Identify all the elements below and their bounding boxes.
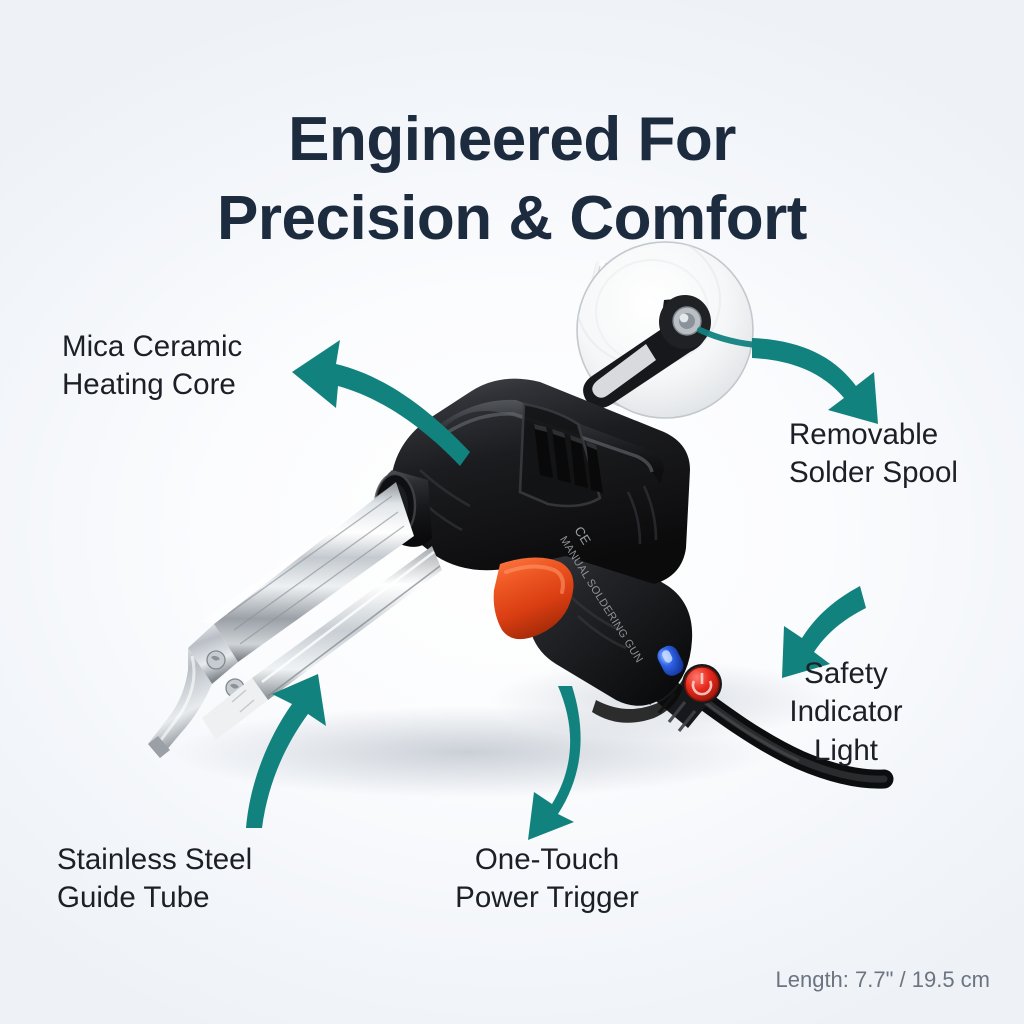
callout-power-trigger-line-2: Power Trigger (455, 881, 639, 915)
stainless-guide-tube (252, 546, 442, 700)
callout-heating-core-line-2: Heating Core (62, 368, 236, 402)
title-line-1: Engineered For (288, 104, 736, 174)
vent-slots (534, 424, 603, 493)
callout-label-heating-core: Mica Ceramic Heating Core (62, 328, 242, 405)
indicator-led-blue (657, 645, 684, 676)
page-title: Engineered For Precision & Comfort (0, 100, 1024, 259)
heating-tube-assembly (148, 482, 442, 758)
arrow-guide-tube (246, 674, 326, 828)
soldering-tip (148, 648, 212, 758)
callout-power-trigger-line-1: One-Touch (474, 843, 620, 876)
solder-spool (576, 241, 771, 419)
callout-heating-core-line-1: Mica Ceramic (62, 330, 243, 363)
power-trigger (493, 557, 574, 640)
callout-guide-tube-line-1: Stainless Steel (57, 843, 253, 876)
vent-slot-highlights (534, 424, 597, 450)
arrow-heating-core (292, 340, 470, 466)
callout-solder-spool-line-1: Removable (789, 418, 939, 451)
arrow-solder-spool (752, 338, 878, 424)
callout-label-solder-spool: Removable Solder Spool (789, 416, 958, 493)
power-button (682, 664, 722, 704)
callout-indicator-light-line-1: Safety (804, 657, 888, 690)
arrow-indicator-light (782, 586, 866, 678)
callout-indicator-light-line-2: Indicator (789, 695, 903, 729)
arrow-power-trigger (528, 686, 581, 840)
gun-grip (528, 520, 693, 706)
callout-label-power-trigger: One-Touch Power Trigger (455, 841, 639, 918)
callout-guide-tube-line-2: Guide Tube (57, 881, 210, 915)
solder-gun-body: CE MANUAL SOLDERING GUN (373, 378, 722, 723)
callout-label-guide-tube: Stainless Steel Guide Tube (57, 841, 252, 918)
title-line-2: Precision & Comfort (217, 183, 807, 253)
callout-label-indicator-light: Safety Indicator Light (789, 655, 902, 770)
length-caption: Length: 7.7" / 19.5 cm (775, 967, 991, 992)
spool-hub-bolt (672, 306, 702, 336)
vent-panel (518, 402, 603, 508)
callout-solder-spool-line-2: Solder Spool (789, 456, 958, 490)
ceramic-sleeve (202, 678, 268, 740)
callout-indicator-light-line-3: Light (814, 733, 878, 767)
